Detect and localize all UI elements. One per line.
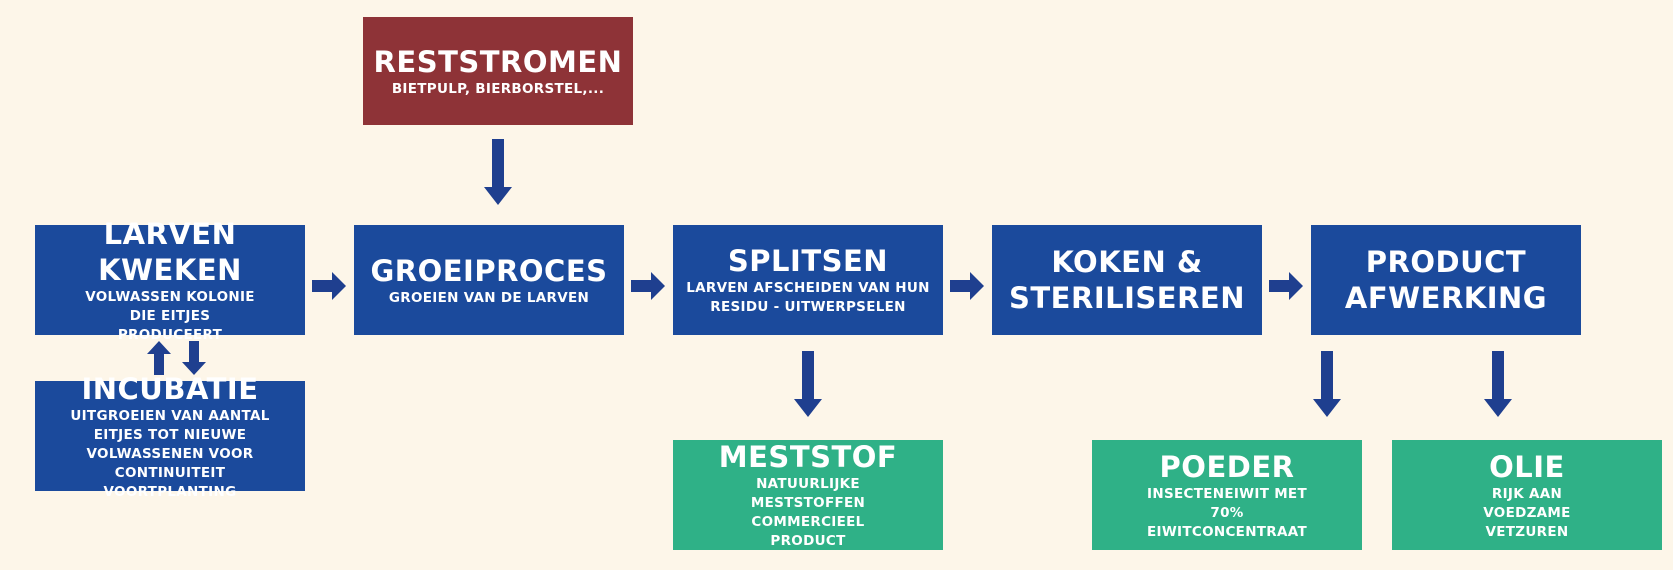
- node-groeiproces-title: Groeiproces: [370, 253, 608, 288]
- node-reststromen-title: Reststromen: [373, 44, 623, 79]
- node-larven-kweken-subtitle: Volwassen kolonie die eitjes produceert: [85, 288, 255, 343]
- node-groeiproces-subtitle: Groeien van de larven: [388, 289, 590, 306]
- node-larven-kweken: Larven kweken Volwassen kolonie die eitj…: [35, 217, 305, 343]
- arrow-right-icon: [312, 272, 346, 300]
- arrow-right-icon: [1269, 272, 1303, 300]
- node-product-afwerking: Product afwerking: [1311, 225, 1581, 335]
- node-olie: Olie Rijk aan voedzame vetzuren: [1392, 440, 1662, 550]
- node-koken-steriliseren: Koken & steriliseren: [992, 225, 1262, 335]
- node-poeder-subtitle: Insecteneiwit met 70% eiwitconcentraat: [1147, 485, 1307, 540]
- node-reststromen-subtitle: Bietpulp, bierborstel,...: [391, 80, 605, 97]
- arrow-down-icon: [1484, 351, 1512, 417]
- arrow-up-icon: [147, 341, 171, 375]
- node-splitsen: Splitsen Larven afscheiden van hun resid…: [673, 225, 943, 335]
- arrow-down-icon: [1313, 351, 1341, 417]
- node-incubatie-subtitle: Uitgroeien van aantal eitjes tot nieuwe …: [70, 407, 270, 500]
- node-incubatie: Incubatie Uitgroeien van aantal eitjes t…: [35, 372, 305, 500]
- node-olie-subtitle: Rijk aan voedzame vetzuren: [1483, 485, 1571, 540]
- node-poeder: Poeder Insecteneiwit met 70% eiwitconcen…: [1092, 440, 1362, 550]
- arrow-down-icon: [182, 341, 206, 375]
- node-product-afwerking-title: Product afwerking: [1344, 245, 1548, 315]
- node-larven-kweken-title: Larven kweken: [98, 216, 242, 287]
- arrow-right-icon: [950, 272, 984, 300]
- arrow-right-icon: [631, 272, 665, 300]
- node-meststof: Meststof Natuurlijke meststoffen commerc…: [673, 440, 943, 550]
- node-reststromen: Reststromen Bietpulp, bierborstel,...: [363, 17, 633, 125]
- node-incubatie-title: Incubatie: [81, 371, 259, 406]
- node-groeiproces: Groeiproces Groeien van de larven: [354, 225, 624, 335]
- node-olie-title: Olie: [1489, 449, 1565, 484]
- arrow-down-icon: [484, 139, 512, 205]
- node-meststof-subtitle: Natuurlijke meststoffen commercieel prod…: [750, 476, 866, 549]
- node-splitsen-subtitle: Larven afscheiden van hun residu - uitwe…: [686, 280, 930, 315]
- arrow-down-icon: [794, 351, 822, 417]
- node-splitsen-title: Splitsen: [727, 244, 889, 278]
- node-koken-steriliseren-title: Koken & steriliseren: [1009, 245, 1245, 315]
- node-meststof-title: Meststof: [718, 440, 898, 474]
- node-poeder-title: Poeder: [1159, 449, 1295, 484]
